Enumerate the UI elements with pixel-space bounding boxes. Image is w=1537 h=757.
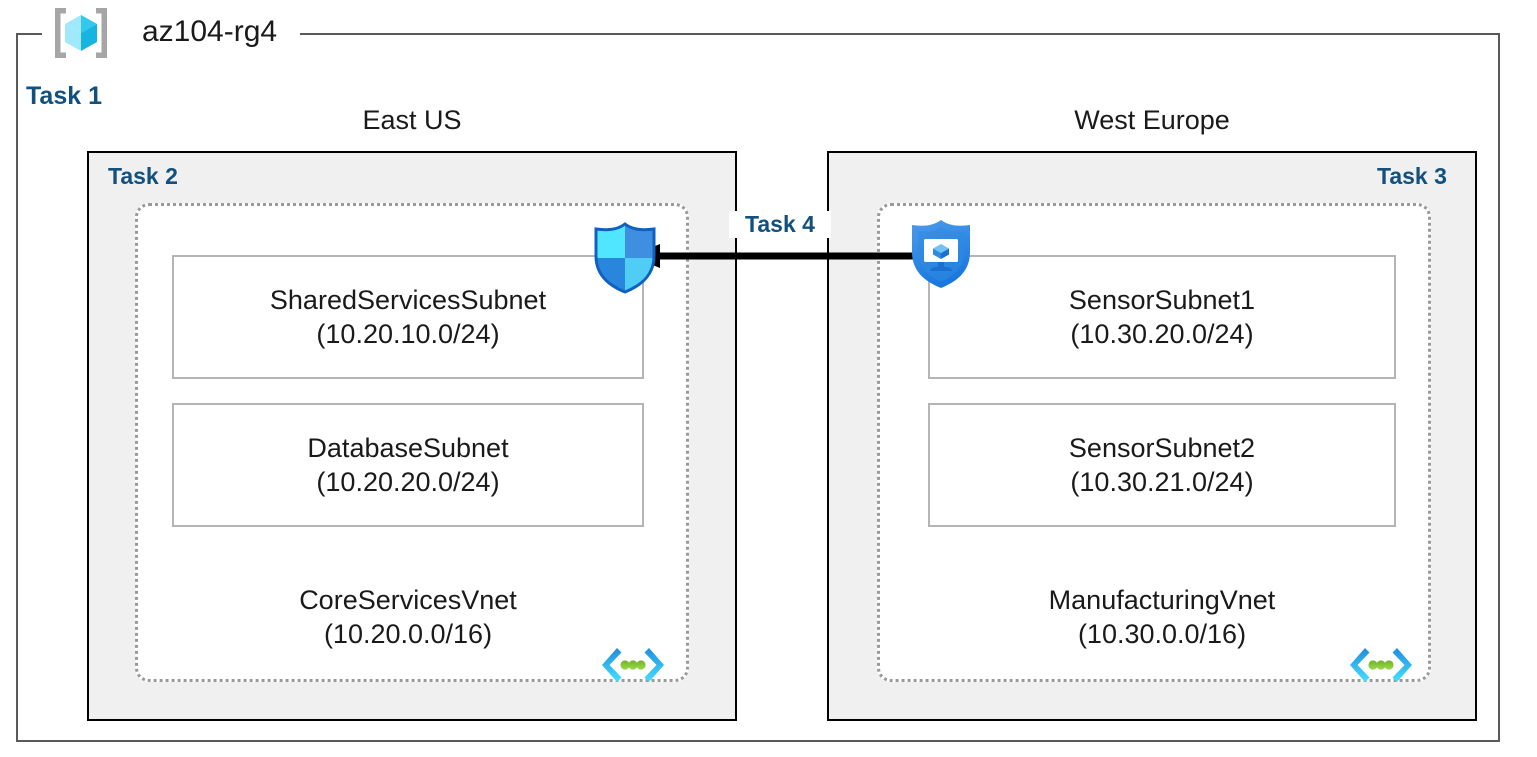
vnet-caption-manufacturingvnet: ManufacturingVnet (10.30.0.0/16) [928,583,1396,651]
shield-monitor-icon [908,218,974,290]
resource-group-name: az104-rg4 [142,15,278,48]
subnet-name: SensorSubnet1 [1068,284,1256,315]
resource-group-icon [50,4,112,62]
vnet-icon [1348,645,1414,687]
task-3-label: Task 3 [1377,163,1447,189]
task-4-label: Task 4 [729,211,831,238]
resource-group-border-bottom [16,740,1500,742]
vnet-peering-arrow [630,238,920,274]
vnet-name: CoreServicesVnet [299,585,517,615]
subnet-sensorsubnet2: SensorSubnet2 (10.30.21.0/24) [928,403,1396,527]
subnet-sharedservicessubnet: SharedServicesSubnet (10.20.10.0/24) [172,255,644,379]
vnet-caption-coreservicesvnet: CoreServicesVnet (10.20.0.0/16) [172,583,644,651]
subnet-name: DatabaseSubnet [307,432,509,463]
vnet-cidr: (10.30.0.0/16) [1077,619,1247,650]
shield-firewall-icon [592,222,658,294]
subnet-databasesubnet: DatabaseSubnet (10.20.20.0/24) [172,403,644,527]
region-caption-west-europe: West Europe [1074,105,1230,135]
resource-group-border-top-right [300,33,1500,35]
vnet-icon [600,645,666,687]
subnet-cidr: (10.20.10.0/24) [316,319,500,349]
subnet-name: SharedServicesSubnet [269,284,547,315]
subnet-name: SensorSubnet2 [1068,432,1256,463]
resource-group-border-top-left [16,33,42,35]
subnet-cidr: (10.30.20.0/24) [1070,319,1254,349]
resource-group-border-right [1498,33,1500,742]
subnet-sensorsubnet1: SensorSubnet1 (10.30.20.0/24) [928,255,1396,379]
resource-group-border-left [16,33,18,742]
vnet-cidr: (10.20.0.0/16) [323,619,493,650]
region-caption-east-us: East US [362,105,462,135]
task-1-label: Task 1 [26,82,102,110]
vnet-name: ManufacturingVnet [1048,585,1276,615]
task-2-label: Task 2 [108,163,178,189]
subnet-cidr: (10.20.20.0/24) [316,467,500,497]
subnet-cidr: (10.30.21.0/24) [1070,467,1254,497]
